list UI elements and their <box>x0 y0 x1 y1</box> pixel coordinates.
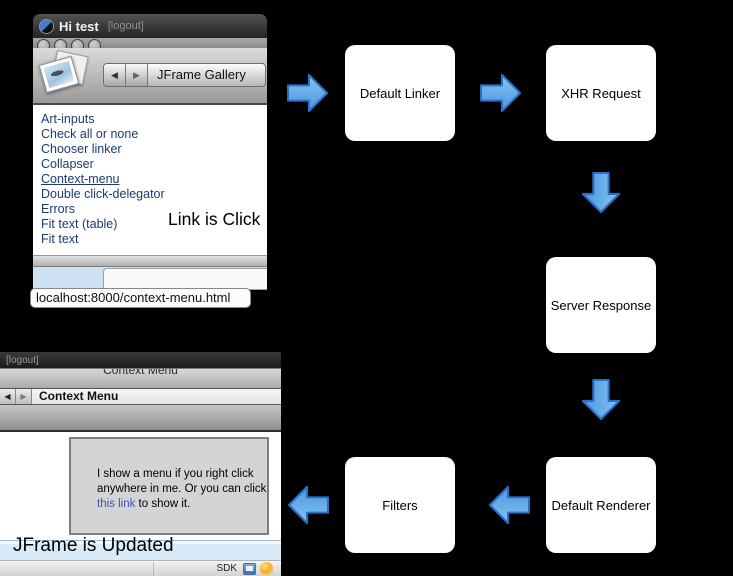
gallery-nav-bar: ◀ ▶ JFrame Gallery <box>103 63 266 87</box>
link-fit-text-table[interactable]: Fit text (table) <box>41 217 118 231</box>
flow-box-server-response: Server Response <box>546 257 656 353</box>
menu-text-line2: anywhere in me. Or you can click <box>97 483 267 495</box>
menu-text-line1: I show a menu if you right click <box>97 468 254 480</box>
link-context-menu[interactable]: Context-menu <box>41 172 120 186</box>
link-double-click-delegator[interactable]: Double click-delegator <box>41 187 165 201</box>
link-collapser[interactable]: Collapser <box>41 157 94 171</box>
round-button-icon[interactable] <box>54 39 67 48</box>
forward-button[interactable]: ▶ <box>16 389 32 404</box>
round-button-icon[interactable] <box>37 39 50 48</box>
app-title: Hi test <box>59 18 99 34</box>
link-chooser-linker[interactable]: Chooser linker <box>41 142 122 156</box>
back-button[interactable]: ◀ <box>104 64 126 86</box>
context-menu-target-box[interactable]: I show a menu if you right click anywher… <box>69 437 269 535</box>
link-errors[interactable]: Errors <box>41 202 76 216</box>
logout-link[interactable]: [logout] <box>107 20 144 32</box>
link-fit-text[interactable]: Fit text <box>41 232 79 246</box>
sdk-label: SDK <box>216 563 237 574</box>
toolbar-button-strip <box>33 38 267 48</box>
arrow-right-icon <box>287 73 329 113</box>
context-nav-bar: ◀ ▶ Context Menu <box>0 388 281 405</box>
app-title-bar: [logout] <box>0 352 281 368</box>
context-title-label[interactable]: Context Menu <box>32 389 281 404</box>
flow-box-xhr-request: XHR Request <box>546 45 656 141</box>
round-button-icon[interactable] <box>71 39 84 48</box>
taskbar: SDK <box>0 560 281 576</box>
gallery-toolbar: ◀ ▶ JFrame Gallery <box>33 48 267 105</box>
menu-text-line3: this link to show it. <box>97 498 191 510</box>
flow-box-default-renderer: Default Renderer <box>546 457 656 553</box>
flow-box-default-linker: Default Linker <box>345 45 455 141</box>
this-link[interactable]: this link <box>97 498 136 510</box>
annotation-link-is-clicked: Link is Click <box>168 209 261 229</box>
gallery-title-dropdown[interactable]: JFrame Gallery <box>148 64 265 86</box>
gallery-link-list: Art-inputs Check all or none Chooser lin… <box>33 105 267 255</box>
link-check-all-or-none[interactable]: Check all or none <box>41 127 139 141</box>
window-app-icon[interactable] <box>243 562 256 575</box>
arrow-down-icon <box>581 379 621 421</box>
status-panel <box>103 268 267 290</box>
horizontal-scrollbar[interactable] <box>33 255 267 267</box>
browser-window-gallery: Hi test [logout] ◀ ▶ JFrame Gallery Art-… <box>30 14 267 308</box>
toolbar-filler <box>0 405 281 432</box>
arrow-right-icon <box>480 73 522 113</box>
logout-link[interactable]: [logout] <box>6 354 39 366</box>
arrow-down-icon <box>581 172 621 214</box>
status-bar <box>0 544 281 560</box>
gallery-photos-icon <box>38 49 92 101</box>
arrow-left-icon <box>488 485 530 525</box>
flow-box-filters: Filters <box>345 457 455 553</box>
window-title: Context Menu <box>103 368 178 377</box>
annotation-jframe-updated: JFrame is Updated <box>13 535 174 556</box>
round-button-icon[interactable] <box>88 39 101 48</box>
back-button[interactable]: ◀ <box>0 389 16 404</box>
app-logo-icon <box>40 19 53 33</box>
app-title-bar: Hi test [logout] <box>33 14 267 38</box>
browser-window-context-menu: [logout] Context Menu ◀ ▶ Context Menu I… <box>0 352 281 576</box>
forward-button[interactable]: ▶ <box>126 64 148 86</box>
swirl-app-icon[interactable] <box>260 562 273 575</box>
status-bar <box>33 267 267 290</box>
url-tooltip: localhost:8000/context-menu.html <box>30 288 251 308</box>
context-content-area: I show a menu if you right click anywher… <box>0 432 281 540</box>
window-title-bar: Context Menu <box>0 368 281 388</box>
arrow-left-icon <box>287 485 329 525</box>
divider <box>0 540 281 544</box>
link-art-inputs[interactable]: Art-inputs <box>41 112 95 126</box>
taskbar-divider <box>153 562 154 576</box>
